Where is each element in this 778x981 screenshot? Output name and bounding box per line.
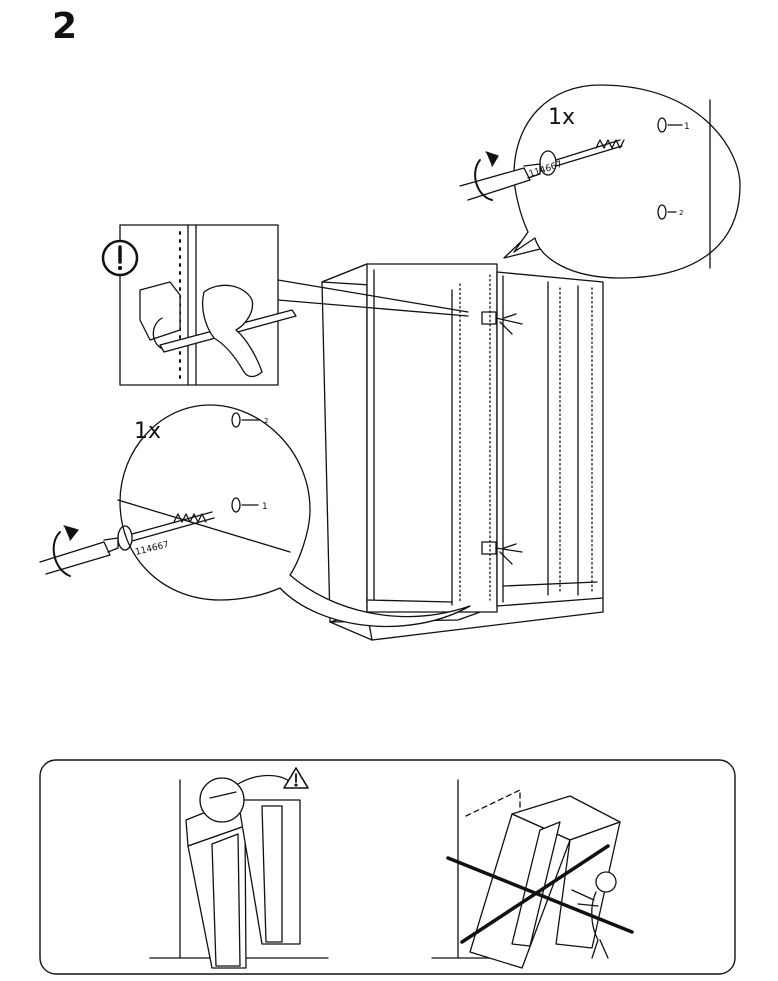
callout-top — [459, 84, 741, 279]
callout-top-hole-1: 1 — [684, 122, 690, 132]
clamp-top — [481, 311, 523, 335]
callout-top-hole-2: 2 — [679, 209, 683, 217]
raise-wardrobe-correct-illustration — [149, 774, 329, 969]
warning-panel — [39, 759, 736, 975]
callout-bottom — [39, 404, 471, 628]
warning-triangle-icon — [283, 767, 309, 789]
wardrobe-frames — [321, 263, 604, 641]
step-number: 2 — [52, 6, 78, 47]
exclamation-circle-icon — [101, 239, 139, 277]
callout-bottom-hole-1: 1 — [262, 502, 268, 512]
clamp-detail-inset — [119, 224, 469, 386]
callout-top-quantity: 1x — [548, 105, 575, 130]
raise-wardrobe-alone-wrong-illustration — [431, 779, 634, 969]
callout-bottom-hole-2: 2 — [264, 417, 268, 425]
clamp-bottom — [481, 541, 523, 565]
callout-bottom-quantity: 1x — [134, 419, 161, 444]
